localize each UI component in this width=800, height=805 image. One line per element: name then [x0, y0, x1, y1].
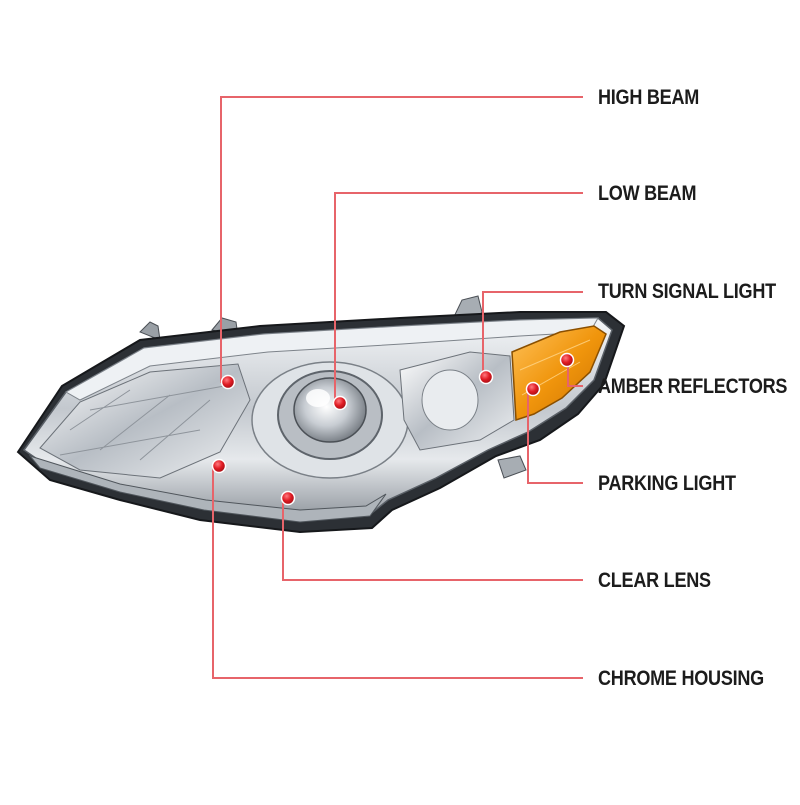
marker-parking-light: [525, 381, 541, 397]
mounting-tab: [497, 455, 527, 479]
leader-line-clear-lens: [282, 500, 583, 581]
turn-signal-bulb-cup: [421, 369, 479, 431]
label-high-beam: HIGH BEAM: [598, 86, 700, 109]
label-turn-signal-light: TURN SIGNAL LIGHT: [598, 280, 776, 303]
label-amber-reflectors: AMBER REFLECTORS: [598, 375, 788, 398]
projector-highlight: [306, 389, 330, 407]
label-low-beam: LOW BEAM: [598, 182, 697, 205]
marker-clear-lens: [280, 490, 296, 506]
amber-reflector: [511, 325, 607, 422]
label-parking-light: PARKING LIGHT: [598, 472, 736, 495]
lower-chrome-trim: [28, 455, 387, 523]
marker-low-beam: [332, 395, 348, 411]
marker-amber-reflectors: [559, 352, 575, 368]
projector-lens: [293, 377, 367, 443]
callout-markers: [211, 352, 575, 506]
mounting-tab: [139, 321, 161, 341]
leader-line-turn-signal: [482, 291, 583, 375]
leader-line-parking-light: [527, 390, 583, 484]
marker-chrome-housing: [211, 458, 227, 474]
leader-line-amber-reflectors: [567, 362, 583, 387]
label-chrome-housing: CHROME HOUSING: [598, 667, 764, 690]
marker-turn-signal: [478, 369, 494, 385]
reflector-facets: [59, 384, 231, 461]
label-clear-lens: CLEAR LENS: [598, 569, 711, 592]
headlight-assembly: [16, 295, 626, 534]
leader-line-low-beam: [334, 192, 583, 403]
marker-high-beam: [220, 374, 236, 390]
